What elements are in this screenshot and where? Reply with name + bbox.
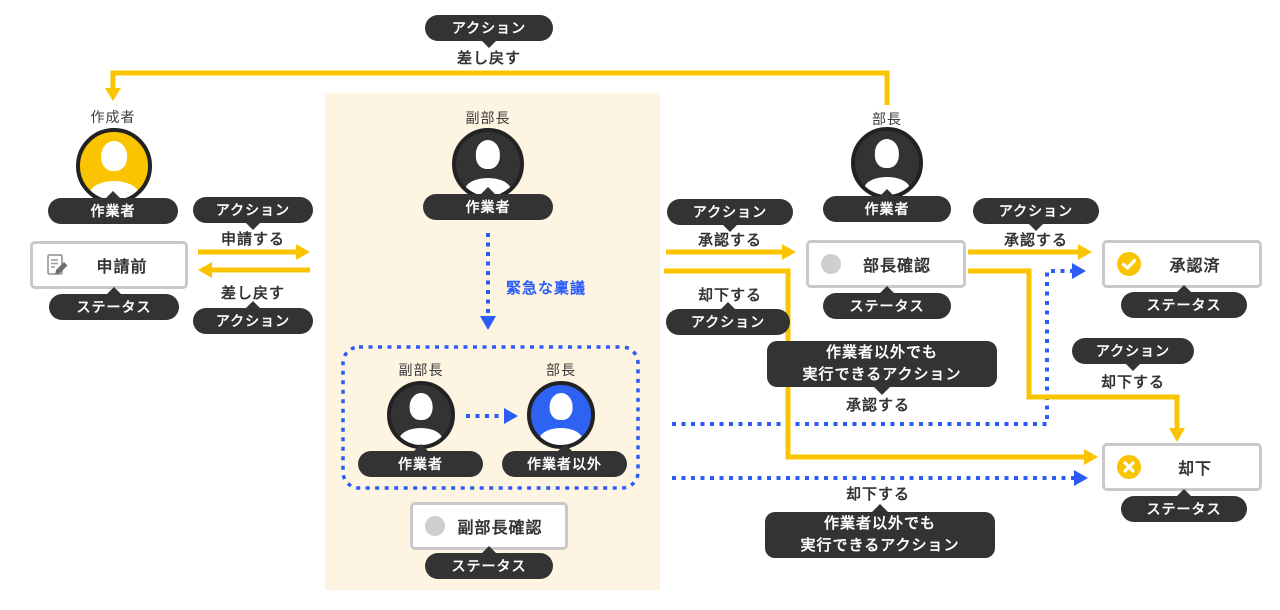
role-pill-inner-vice-manager: 作業者	[358, 451, 483, 477]
avatar-shoulders-shape	[539, 428, 583, 445]
inner-manager-avatar	[527, 381, 595, 449]
role-pill-creator: 作業者	[48, 198, 178, 224]
role-label: 作業者	[90, 203, 136, 219]
action-label-reject-final: 却下する	[1100, 374, 1165, 391]
role-label: 作業者以外	[527, 456, 602, 472]
action-label-reject-nonworker: 却下する	[845, 486, 910, 503]
action-pill-send-back-top: アクション	[425, 15, 553, 41]
action-label-apply: 申請する	[220, 231, 285, 248]
nonworker-approve-arrowhead	[1072, 263, 1086, 279]
actor-title-inner-vice-manager: 副部長	[398, 362, 444, 378]
role-label: 作業者	[398, 456, 443, 472]
action-pill-send-back: アクション	[193, 308, 313, 334]
action-tag-label: アクション	[215, 313, 291, 329]
status-tag-label: ステータス	[1146, 501, 1222, 517]
action-label-approve-nonworker: 承認する	[845, 397, 910, 414]
action-label-approve-final: 承認する	[1003, 232, 1068, 249]
action-label-send-back: 差し戻す	[220, 285, 285, 302]
nonworker-reject-arrowhead	[1074, 470, 1088, 486]
reject-mid-arrowhead	[1084, 449, 1098, 465]
tooltip-line1: 作業者以外でも	[825, 344, 938, 362]
status-tag-label: ステータス	[849, 298, 925, 314]
status-tag-label: ステータス	[1146, 297, 1222, 313]
status-box-rejected: 却下	[1102, 443, 1262, 491]
apply-arrowhead	[296, 244, 310, 260]
actor-title-creator: 作成者	[90, 109, 136, 125]
urgent-flow-label: 緊急な稟議	[506, 280, 587, 297]
approve-mid-arrowhead	[782, 244, 796, 260]
action-label-reject-mid: 却下する	[697, 287, 762, 304]
status-box-before-application: 申請前	[30, 241, 188, 289]
status-label-rejected: 却下	[1177, 461, 1212, 478]
status-pill-rejected: ステータス	[1121, 496, 1247, 522]
status-label-before-application: 申請前	[96, 259, 148, 276]
status-tag-label: ステータス	[451, 558, 527, 574]
avatar-shoulders-shape	[863, 177, 911, 195]
avatar-head-shape	[549, 392, 573, 420]
action-label-approve-mid: 承認する	[697, 232, 762, 249]
action-label-send-back-top: 差し戻す	[456, 50, 521, 67]
role-pill-inner-manager: 作業者以外	[502, 451, 627, 477]
status-pill-approved: ステータス	[1121, 292, 1247, 318]
role-pill-vice-manager: 作業者	[423, 194, 553, 220]
urgent-flow-arrowhead	[480, 316, 496, 330]
delegation-group-dashed-box	[341, 345, 640, 490]
status-box-vice-manager-check: 副部長確認	[410, 502, 568, 550]
avatar-head-shape	[475, 140, 501, 170]
tooltip-line1: 作業者以外でも	[823, 515, 936, 533]
send-back-top-arrowhead	[105, 88, 121, 101]
action-pill-approve-mid: アクション	[667, 199, 793, 225]
pending-dot-icon	[425, 516, 445, 536]
nonworker-approve-tooltip: 作業者以外でも 実行できるアクション	[767, 341, 997, 387]
status-pill-manager-check: ステータス	[823, 293, 951, 319]
role-label: 作業者	[864, 201, 910, 217]
reject-final-path-line	[968, 268, 1180, 428]
action-tag-label: アクション	[1095, 343, 1171, 359]
nonworker-reject-tooltip: 作業者以外でも 実行できるアクション	[765, 512, 995, 558]
role-label: 作業者	[465, 199, 511, 215]
action-tag-label: アクション	[998, 203, 1074, 219]
avatar-head-shape	[409, 392, 433, 420]
inner-vice-manager-avatar	[387, 381, 455, 449]
status-pill-before-application: ステータス	[49, 294, 179, 320]
actor-title-vice-manager: 副部長	[465, 110, 511, 126]
avatar-head-shape	[874, 139, 900, 169]
approved-check-icon	[1117, 252, 1141, 276]
role-pill-manager: 作業者	[823, 196, 951, 222]
action-tag-label: アクション	[690, 314, 766, 330]
send-back-top-line	[110, 70, 890, 105]
action-pill-reject-mid: アクション	[666, 309, 790, 335]
status-label-vice-manager-check: 副部長確認	[457, 520, 543, 537]
status-box-manager-check: 部長確認	[806, 240, 966, 288]
action-pill-apply: アクション	[193, 197, 313, 223]
status-label-approved: 承認済	[1169, 258, 1221, 275]
rejected-x-icon	[1117, 455, 1141, 479]
document-edit-icon	[47, 254, 68, 275]
status-pill-vice-manager-check: ステータス	[425, 553, 553, 579]
avatar-head-shape	[101, 140, 127, 172]
action-tag-label: アクション	[215, 202, 291, 218]
reject-final-arrowhead	[1169, 428, 1185, 442]
tooltip-line2: 実行できるアクション	[802, 366, 962, 383]
action-tag-label: アクション	[692, 204, 768, 220]
send-back-arrowhead	[198, 262, 212, 278]
status-tag-label: ステータス	[76, 299, 152, 315]
status-box-approved: 承認済	[1102, 240, 1262, 288]
tooltip-line2: 実行できるアクション	[800, 537, 960, 554]
actor-title-manager: 部長	[872, 111, 902, 127]
action-pill-reject-final: アクション	[1072, 338, 1194, 364]
action-tag-label: アクション	[451, 20, 527, 36]
approve-final-arrowhead	[1078, 244, 1092, 260]
action-pill-approve-final: アクション	[973, 198, 1099, 224]
actor-title-inner-manager: 部長	[546, 362, 576, 378]
delegate-arrowhead	[504, 408, 518, 424]
status-label-manager-check: 部長確認	[862, 258, 931, 275]
avatar-shoulders-shape	[399, 428, 443, 445]
pending-dot-icon	[821, 254, 841, 274]
